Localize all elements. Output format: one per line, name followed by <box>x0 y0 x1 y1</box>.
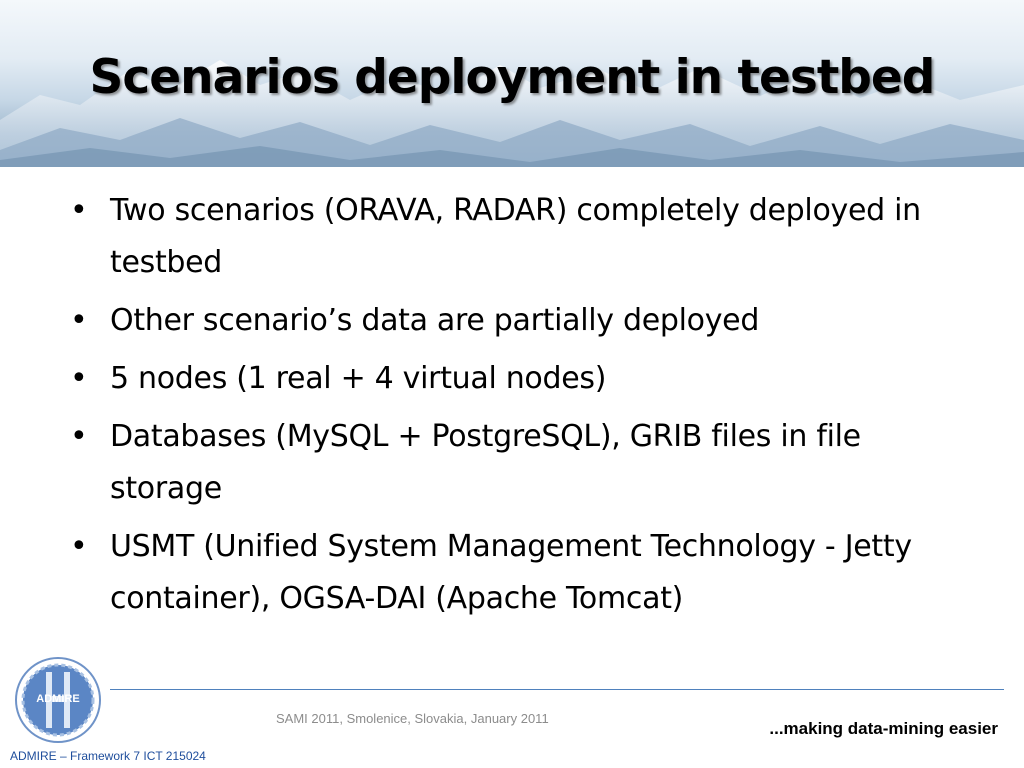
footer-tagline: ...making data-mining easier <box>769 719 998 738</box>
admire-logo: ADMIRE <box>12 656 104 744</box>
bullet-icon: • <box>70 419 88 454</box>
bullet-icon: • <box>70 193 88 228</box>
bullet-item: • USMT (Unified System Management Technol… <box>70 521 970 625</box>
footer-event: SAMI 2011, Smolenice, Slovakia, January … <box>276 711 549 726</box>
footer-divider <box>110 689 1004 690</box>
bullet-text: Other scenario’s data are partially depl… <box>110 303 760 338</box>
mountain-background <box>0 60 1024 167</box>
bullet-item: • 5 nodes (1 real + 4 virtual nodes) <box>70 353 970 405</box>
slide-title: Scenarios deployment in testbed <box>89 50 936 105</box>
bullet-list: • Two scenarios (ORAVA, RADAR) completely… <box>70 185 970 631</box>
bullet-item: • Databases (MySQL + PostgreSQL), GRIB fi… <box>70 411 970 515</box>
bullet-text: USMT (Unified System Management Technolo… <box>110 529 912 616</box>
bullet-text: Two scenarios (ORAVA, RADAR) completely … <box>110 193 921 280</box>
bullet-text: Databases (MySQL + PostgreSQL), GRIB fil… <box>110 419 861 506</box>
bullet-icon: • <box>70 361 88 396</box>
bullet-text: 5 nodes (1 real + 4 virtual nodes) <box>110 361 607 396</box>
bullet-item: • Other scenario’s data are partially dep… <box>70 295 970 347</box>
bullet-icon: • <box>70 529 88 564</box>
header-banner: Scenarios deployment in testbed <box>0 0 1024 167</box>
bullet-icon: • <box>70 303 88 338</box>
footer-project: ADMIRE – Framework 7 ICT 215024 <box>10 749 206 763</box>
logo-text: ADMIRE <box>36 693 80 705</box>
admire-logo-icon <box>15 657 101 743</box>
bullet-item: • Two scenarios (ORAVA, RADAR) completely… <box>70 185 970 289</box>
